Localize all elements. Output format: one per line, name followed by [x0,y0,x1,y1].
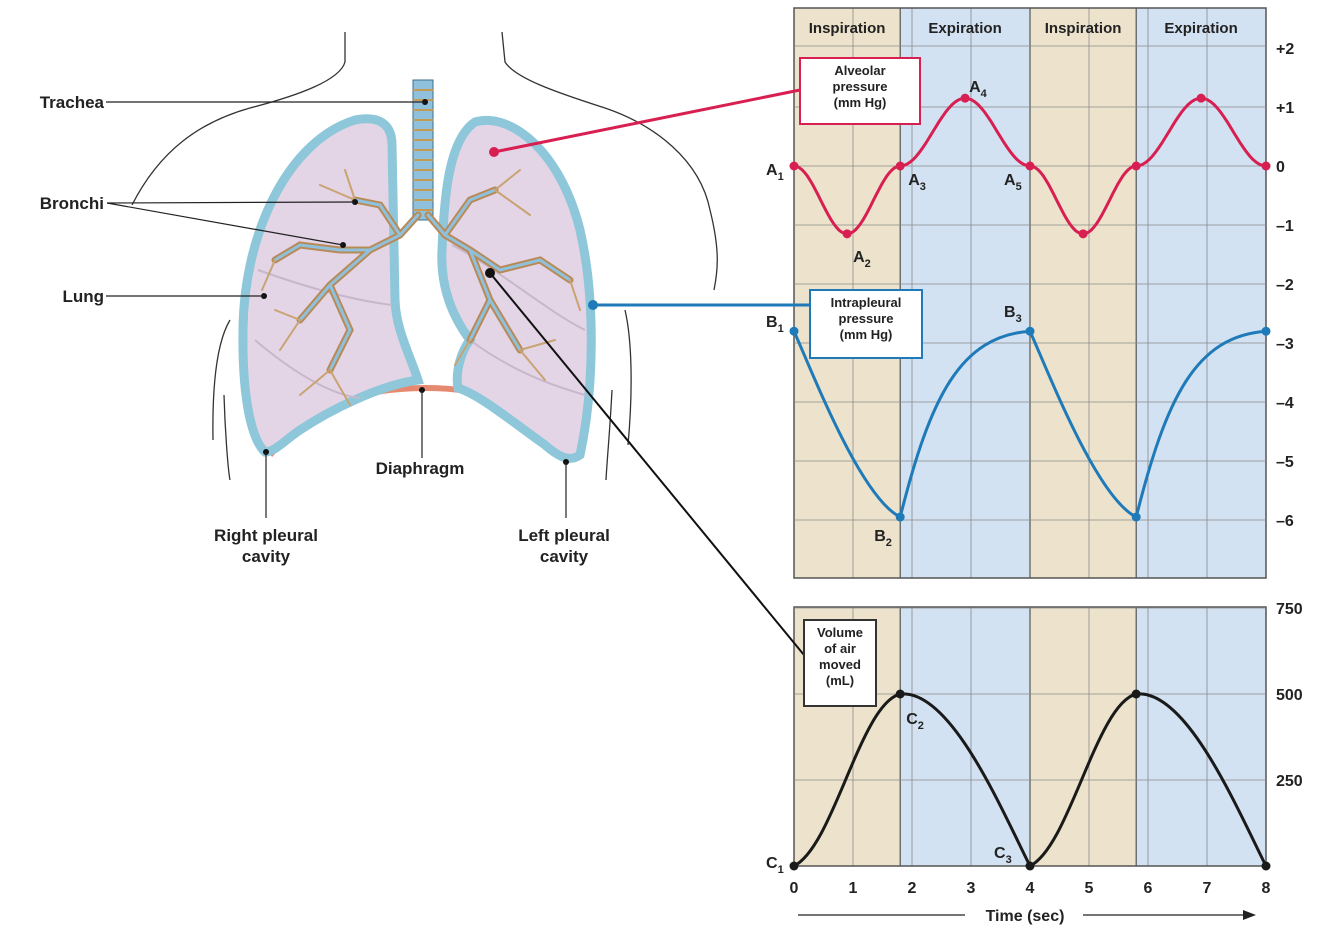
alveolar-connector-dot [489,147,499,157]
anatomy-illustration: Trachea Bronchi Lung Diaphragm Right ple… [40,31,718,566]
time-tick-label: 4 [1026,880,1035,897]
time-tick-label: 7 [1203,880,1212,897]
volume-point [1025,861,1035,871]
volume-label-box-text: Volume [817,625,863,640]
intrapleural-label-box-text: (mm Hg) [840,327,893,342]
alveolar-label-box [799,57,921,125]
intrapleural-point [789,326,799,336]
time-axis-arrow-head [1243,910,1256,920]
alveolar-label-box-text: Alveolar [834,63,885,78]
phase-band [1136,8,1266,578]
volume-tick-label: 500 [1276,687,1303,704]
phase-label: Expiration [928,20,1001,37]
point-label-b1: B1 [766,314,784,335]
volume-connector-dot [485,268,495,278]
body-outline-right [501,31,718,291]
intrapleural-point [1131,512,1141,522]
intrapleural-point [1261,326,1271,336]
pressure-tick-label: +1 [1276,100,1294,117]
alveolar-point [1025,161,1035,171]
volume-point [1261,861,1271,871]
volume-panel: 750 500 250 [793,601,1303,867]
diaphragm-label: Diaphragm [376,459,465,478]
volume-label-box [803,619,877,707]
volume-point [1131,689,1141,699]
phase-band [1030,8,1137,578]
pressure-tick-label: –4 [1276,395,1294,412]
phase-label: Inspiration [809,20,886,37]
time-tick-label: 3 [967,880,976,897]
time-axis-title: Time (sec) [986,908,1065,925]
time-tick-label: 2 [908,880,917,897]
alveolar-label-box-text: pressure [833,79,888,94]
time-tick-label: 8 [1262,880,1271,897]
alveolar-point [1131,161,1141,171]
right-pleural-label: Right pleural [214,526,318,545]
arm-outline-left [212,319,231,481]
pressure-tick-label: –5 [1276,454,1294,471]
intrapleural-label-box [809,289,923,359]
trachea-label: Trachea [40,93,105,112]
pressure-tick-label: –1 [1276,218,1294,235]
right-pleural-label-2: cavity [242,547,291,566]
intrapleural-point [895,512,905,522]
alveolar-point [960,93,970,103]
pressure-tick-label: –3 [1276,336,1294,353]
intrapleural-point [1025,326,1035,336]
volume-label-box-text: of air [824,641,856,656]
volume-label-box-text: (mL) [826,673,854,688]
volume-connector [489,272,805,656]
bronchi-label: Bronchi [40,194,104,213]
phase-label: Expiration [1164,20,1237,37]
arm-outline-right [605,309,632,481]
bronchial-tree [261,169,581,406]
alveolar-point [1078,229,1088,239]
intrapleural-label-box-text: pressure [839,311,894,326]
volume-tick-label: 750 [1276,601,1303,618]
lung-label: Lung [62,287,104,306]
phase-label: Inspiration [1045,20,1122,37]
pressure-tick-label: –2 [1276,277,1294,294]
pressure-tick-label: 0 [1276,159,1285,176]
volume-label-box-text: moved [819,657,861,672]
pressure-tick-label: –6 [1276,513,1294,530]
left-pleural-label-2: cavity [540,547,589,566]
pressure-tick-label: +2 [1276,41,1294,58]
volume-point [895,689,905,699]
panel-frame [793,7,1267,579]
trachea-rings [413,89,433,211]
alveolar-point [842,229,852,239]
intrapleural-connector-dot [588,300,598,310]
alveolar-point [789,161,799,171]
volume-point [789,861,799,871]
left-lung [437,116,596,463]
phase-band [1030,607,1137,866]
alveolar-point [1196,93,1206,103]
alveolar-connector [493,88,801,154]
left-pleural-label: Left pleural [518,526,610,545]
time-tick-label: 5 [1085,880,1094,897]
body-outline-left [131,32,346,206]
intrapleural-label-box-text: Intrapleural [831,295,902,310]
alveolar-label-box-text: (mm Hg) [834,95,887,110]
leader-lines [106,101,567,518]
time-tick-label: 6 [1144,880,1153,897]
point-label-c1: C1 [766,855,784,876]
alveolar-point [895,161,905,171]
time-tick-label: 0 [790,880,799,897]
point-label-a1: A1 [766,162,784,183]
time-tick-label: 1 [849,880,858,897]
alveolar-point [1261,161,1271,171]
volume-tick-label: 250 [1276,773,1303,790]
